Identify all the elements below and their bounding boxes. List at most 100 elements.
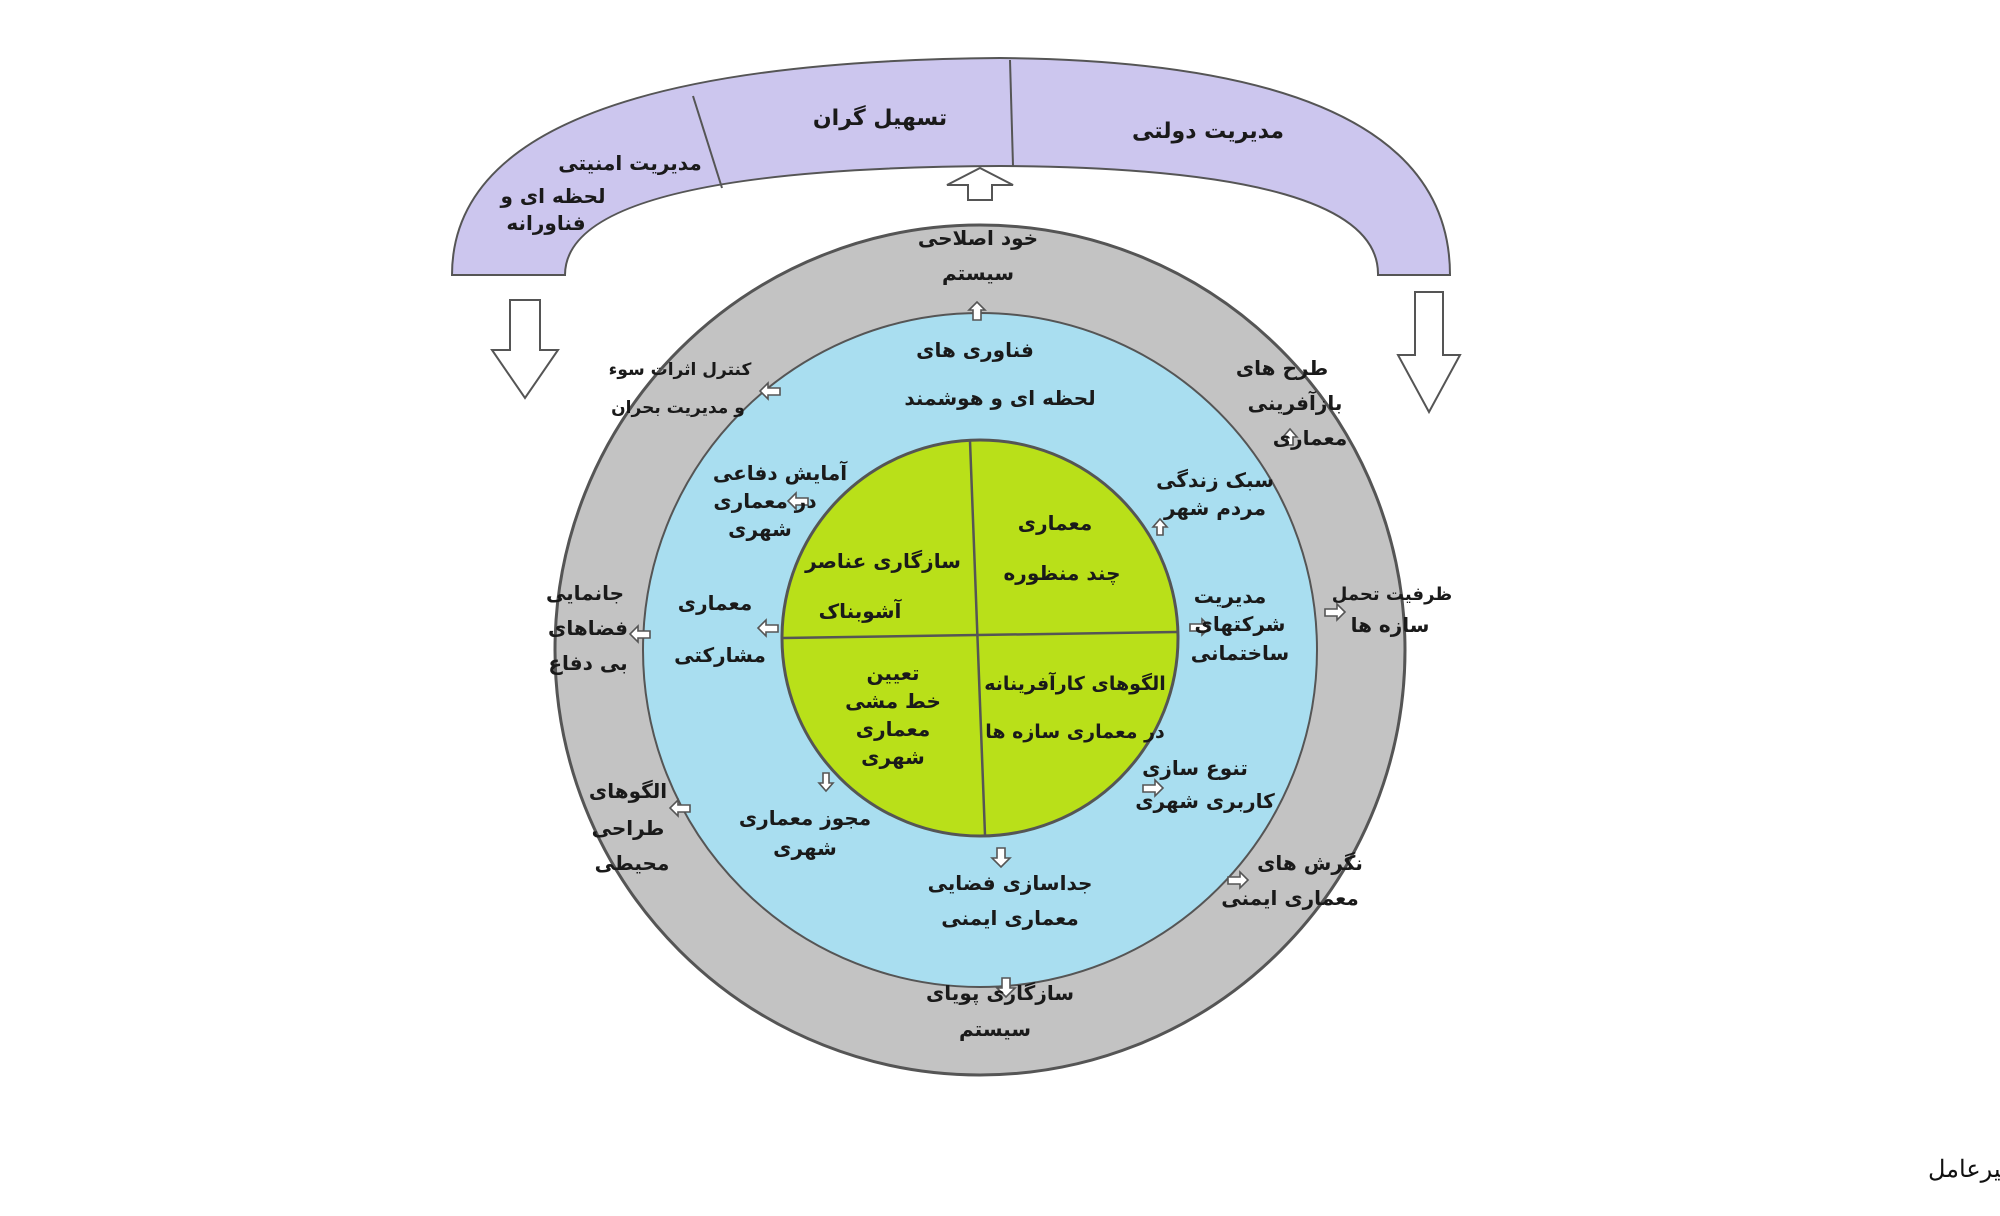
outer-text: نگرش های bbox=[1257, 851, 1363, 875]
outer-text: کنترل اثرات سوء bbox=[609, 360, 752, 380]
middle-text: کاربری شهری bbox=[1135, 789, 1275, 813]
small-left-arrow-icon bbox=[628, 624, 651, 644]
band-text: لحظه ای و bbox=[499, 184, 605, 208]
core-text: در معماری سازه ها bbox=[985, 721, 1165, 743]
middle-label-top-left: آمایش دفاعی در معماری شهری bbox=[713, 460, 848, 541]
outer-text: سیستم bbox=[959, 1017, 1031, 1041]
core-horizontal-divider bbox=[782, 630, 1178, 640]
big-up-arrow-center-icon bbox=[946, 166, 1014, 201]
band-text: فناورانه bbox=[506, 211, 585, 235]
outer-label-bottom: سازگاری پویای سیستم bbox=[926, 981, 1074, 1041]
arch-divider-left bbox=[692, 95, 723, 189]
middle-text: مدیریت bbox=[1194, 584, 1267, 608]
middle-text: تنوع سازی bbox=[1142, 756, 1248, 780]
middle-text: شهری bbox=[728, 517, 792, 541]
core-text: معماری bbox=[1018, 511, 1092, 535]
outer-text: معماری bbox=[1273, 426, 1347, 450]
middle-label-top-right: سبک زندگی مردم شهر bbox=[1156, 468, 1274, 520]
small-arrows bbox=[628, 300, 1347, 999]
band-label-middle: تسهیل گران bbox=[813, 104, 947, 131]
arch-divider-right bbox=[1009, 59, 1014, 167]
outer-text: و مدیریت بحران bbox=[611, 398, 745, 418]
middle-text: معماری ایمنی bbox=[941, 906, 1079, 930]
core-text: چند منظوره bbox=[1004, 561, 1121, 586]
middle-label-top: فناوری های لحظه ای و هوشمند bbox=[904, 338, 1095, 410]
outer-text: محیطی bbox=[595, 851, 670, 875]
middle-text: لحظه ای و هوشمند bbox=[904, 386, 1095, 410]
middle-text: در معماری bbox=[713, 489, 816, 513]
middle-label-bottom: جداسازی فضایی معماری ایمنی bbox=[928, 871, 1093, 930]
middle-text: فناوری های bbox=[916, 338, 1034, 362]
small-left-arrow-icon bbox=[756, 618, 779, 638]
outer-text: سیستم bbox=[942, 261, 1014, 285]
middle-text: ساختمانی bbox=[1191, 641, 1289, 665]
outer-text: الگوهای bbox=[589, 779, 667, 803]
top-arch-band-shape bbox=[450, 56, 1452, 276]
core-label-bottom-right: الگوهای کارآفرینانه در معماری سازه ها bbox=[984, 671, 1166, 743]
small-left-arrow-icon bbox=[668, 798, 691, 818]
outer-text: ظرفیت تحمل bbox=[1332, 584, 1452, 605]
middle-text: سبک زندگی bbox=[1156, 468, 1274, 492]
band-text: مدیریت دولتی bbox=[1132, 119, 1284, 144]
core-vertical-divider bbox=[968, 440, 987, 836]
small-right-arrow-icon bbox=[1189, 617, 1212, 637]
outer-label-top: خود اصلاحی سیستم bbox=[918, 226, 1038, 285]
middle-text: آمایش دفاعی bbox=[713, 460, 848, 485]
band-text: تسهیل گران bbox=[813, 104, 947, 131]
small-up-arrow-icon bbox=[1281, 427, 1299, 446]
small-down-arrow-icon bbox=[817, 772, 835, 793]
small-left-arrow-icon bbox=[758, 381, 781, 401]
small-left-arrow-icon bbox=[786, 491, 809, 511]
outer-text: خود اصلاحی bbox=[918, 226, 1038, 250]
middle-text: شرکتهای bbox=[1195, 612, 1286, 636]
small-down-arrow-icon bbox=[995, 977, 1017, 999]
middle-text: مردم شهر bbox=[1163, 496, 1266, 520]
outer-label-top-left: کنترل اثرات سوء و مدیریت بحران bbox=[609, 360, 752, 418]
core-text: خط مشی bbox=[845, 689, 941, 713]
middle-label-right: مدیریت شرکتهای ساختمانی bbox=[1191, 584, 1289, 665]
small-up-arrow-icon bbox=[967, 300, 987, 321]
small-down-arrow-icon bbox=[990, 847, 1012, 869]
core-label-top-left: سازگاری عناصر آشوبناک bbox=[804, 549, 961, 623]
outer-text: سازگاری پویای bbox=[926, 981, 1074, 1006]
middle-text: مجوز معماری bbox=[739, 806, 871, 830]
core-text: سازگاری عناصر bbox=[804, 549, 961, 573]
middle-label-left: معماری مشارکتی bbox=[674, 591, 766, 667]
outer-label-top-right: طرح های بازآفرینی معماری bbox=[1236, 356, 1347, 450]
outer-label-bottom-right: نگرش های معماری ایمنی bbox=[1221, 851, 1363, 910]
outer-text: بی دفاع bbox=[548, 651, 627, 675]
outer-label-bottom-left: الگوهای طراحی محیطی bbox=[589, 779, 669, 875]
band-label-left: مدیریت امنیتی لحظه ای و فناورانه bbox=[499, 151, 701, 235]
middle-text: معماری bbox=[678, 591, 752, 615]
core-text: الگوهای کارآفرینانه bbox=[984, 671, 1166, 695]
core-text: تعیین bbox=[866, 661, 919, 685]
middle-label-bottom-right: تنوع سازی کاربری شهری bbox=[1135, 756, 1275, 813]
outer-text: سازه ها bbox=[1351, 613, 1430, 637]
band-label-right: مدیریت دولتی bbox=[1132, 119, 1284, 144]
core-label-bottom-left: تعیین خط مشی معماری شهری bbox=[845, 661, 941, 769]
core-text: آشوبناک bbox=[819, 598, 903, 623]
outer-label-left: جانمایی فضاهای بی دفاع bbox=[546, 581, 628, 675]
figure-caption: تصویر۴. مدل تبیینی معماری دفاع غیرعامل bbox=[1928, 1155, 2000, 1183]
small-up-arrow-icon bbox=[1151, 517, 1169, 536]
middle-label-bottom-left: مجوز معماری شهری bbox=[739, 806, 871, 860]
outer-text: بازآفرینی bbox=[1248, 390, 1343, 415]
outer-text: فضاهای bbox=[548, 616, 628, 640]
outer-text: جانمایی bbox=[546, 581, 624, 605]
core-text: شهری bbox=[861, 745, 925, 769]
small-right-arrow-icon bbox=[1142, 778, 1165, 798]
outer-label-right: ظرفیت تحمل سازه ها bbox=[1332, 584, 1452, 637]
small-right-arrow-icon bbox=[1227, 870, 1250, 890]
middle-text: مشارکتی bbox=[674, 643, 766, 667]
outer-text: طراحی bbox=[592, 816, 665, 840]
outer-text: طرح های bbox=[1236, 356, 1328, 380]
core-circle bbox=[780, 438, 1180, 838]
big-down-arrow-right-icon bbox=[1396, 291, 1462, 415]
core-text: معماری bbox=[856, 717, 930, 741]
small-right-arrow-icon bbox=[1324, 602, 1347, 622]
big-down-arrow-left-icon bbox=[490, 299, 560, 400]
outer-text: معماری ایمنی bbox=[1221, 886, 1359, 910]
core-label-top-right: معماری چند منظوره bbox=[1004, 511, 1121, 586]
middle-text: جداسازی فضایی bbox=[928, 871, 1093, 895]
